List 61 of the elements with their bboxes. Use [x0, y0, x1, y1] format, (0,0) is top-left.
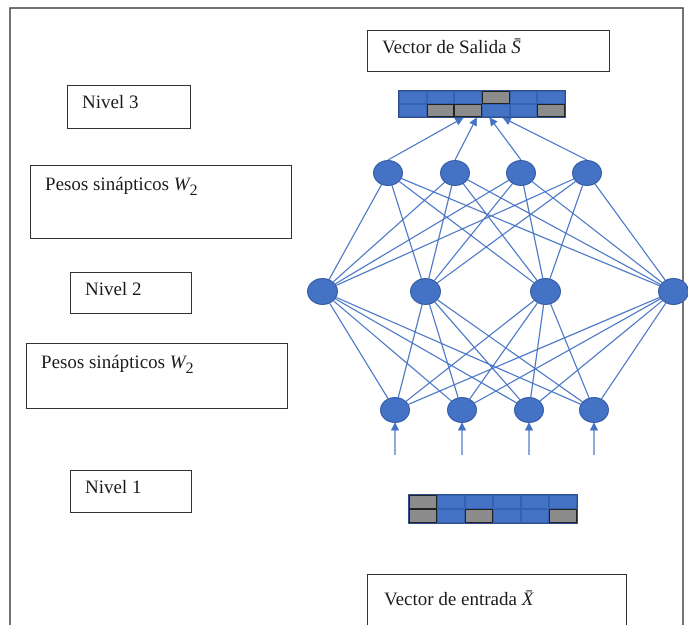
arrow — [454, 117, 478, 160]
connection-line — [462, 183, 538, 281]
connection-line — [530, 304, 544, 398]
connection-line — [550, 304, 590, 398]
connection-line — [335, 298, 517, 404]
neuron-circle — [410, 278, 441, 305]
output-vector-box: Vector de Salida S̄ — [367, 30, 610, 72]
neuron-circle — [530, 278, 561, 305]
weights-box: Pesos sinápticos W$_{2}$ — [30, 165, 292, 239]
arrow — [590, 422, 598, 455]
connection-line — [594, 184, 666, 280]
arrow — [489, 117, 522, 160]
neuron-circle — [440, 160, 470, 186]
arrow — [390, 422, 400, 455]
connection-line — [329, 303, 389, 399]
arrow — [458, 422, 466, 455]
connection-line — [523, 186, 544, 278]
connection-line — [391, 185, 422, 279]
arrow — [524, 422, 534, 455]
level-box: Nivel 3 — [67, 85, 191, 129]
connection-line — [406, 300, 534, 402]
connection-line — [469, 302, 538, 400]
neuron-circle — [658, 278, 688, 305]
vector-bar — [408, 494, 578, 524]
vector-bar — [398, 90, 566, 118]
neuron-circle — [380, 397, 410, 423]
connection-line — [335, 180, 509, 284]
connection-line — [428, 186, 452, 278]
neuron-circle — [307, 278, 338, 305]
connection-line — [434, 183, 513, 281]
neuron-circle — [447, 397, 477, 423]
connection-line — [601, 302, 666, 400]
connection-line — [328, 184, 382, 280]
weights-box: Pesos sinápticos W$_{2}$ — [26, 343, 288, 409]
arrow — [388, 117, 464, 161]
neuron-circle — [506, 160, 536, 186]
connection-line — [437, 180, 576, 284]
level-box: Nivel 1 — [70, 470, 192, 513]
connection-line — [333, 300, 452, 402]
connection-line — [336, 296, 581, 405]
connection-line — [549, 185, 584, 279]
connection-line — [398, 304, 423, 398]
connection-line — [398, 181, 534, 284]
connection-line — [437, 300, 583, 402]
connection-line — [474, 298, 661, 404]
connection-line — [336, 178, 574, 286]
connection-line — [428, 304, 459, 398]
connection-line — [434, 302, 520, 400]
neuron-circle — [579, 397, 609, 423]
connection-line — [401, 178, 660, 286]
level-box: Nivel 2 — [70, 272, 192, 314]
connection-line — [467, 179, 661, 285]
connection-line — [332, 182, 445, 282]
neuron-circle — [572, 160, 602, 186]
input-vector-box: Vector de entrada X̄ — [367, 574, 627, 625]
neuron-circle — [514, 397, 544, 423]
connection-line — [532, 181, 662, 283]
arrow — [502, 117, 588, 161]
connection-line — [540, 300, 663, 402]
neuron-circle — [373, 160, 403, 186]
connection-line — [408, 296, 660, 405]
